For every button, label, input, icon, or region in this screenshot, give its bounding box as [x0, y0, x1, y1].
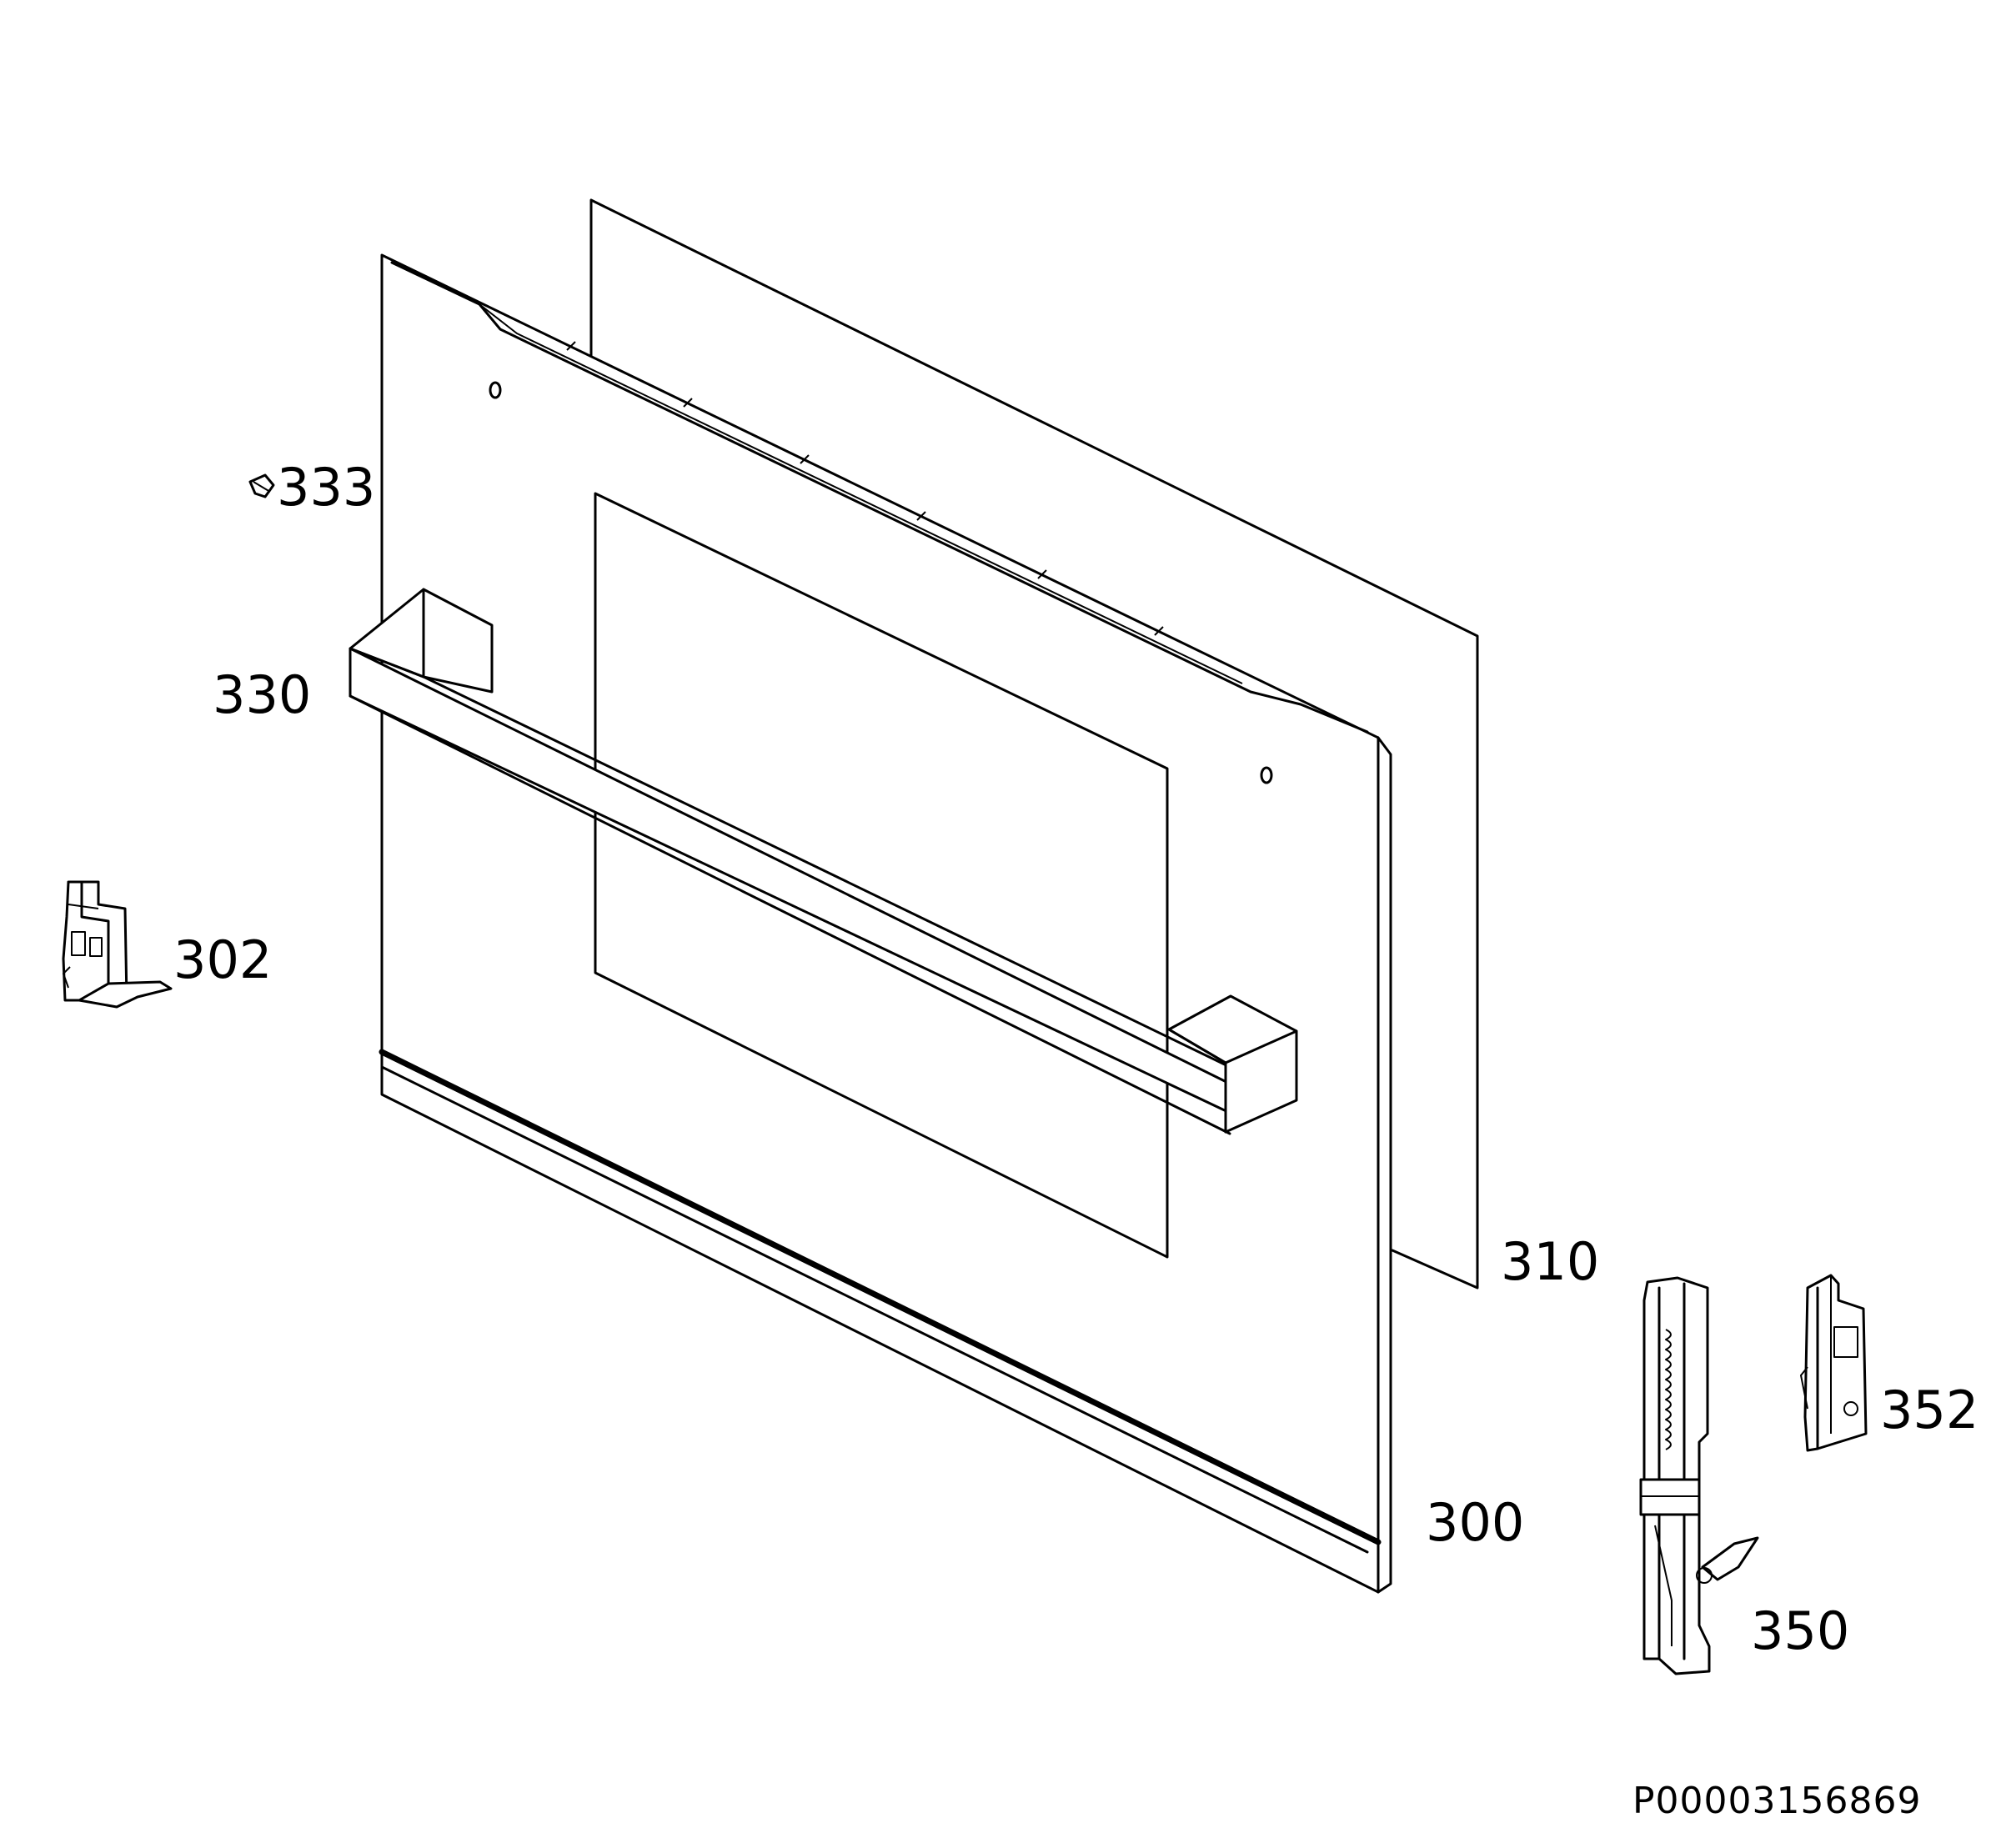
label-302: 302 — [173, 929, 272, 990]
part-333-screw — [248, 473, 275, 498]
part-310-inner-glass — [589, 198, 1479, 1290]
label-350: 350 — [1751, 1600, 1849, 1661]
label-300: 300 — [1426, 1492, 1524, 1553]
part-330-handle — [349, 588, 1298, 1135]
label-352: 352 — [1880, 1380, 1978, 1440]
part-302-hinge-receiver — [62, 880, 173, 1009]
label-330: 330 — [213, 664, 311, 725]
part-350-hinge — [1639, 1276, 1759, 1675]
part-352-hinge-bracket — [1800, 1274, 1868, 1452]
label-333: 333 — [277, 457, 375, 518]
document-code: P00003156869 — [1632, 1780, 1921, 1822]
label-310: 310 — [1501, 1231, 1599, 1292]
